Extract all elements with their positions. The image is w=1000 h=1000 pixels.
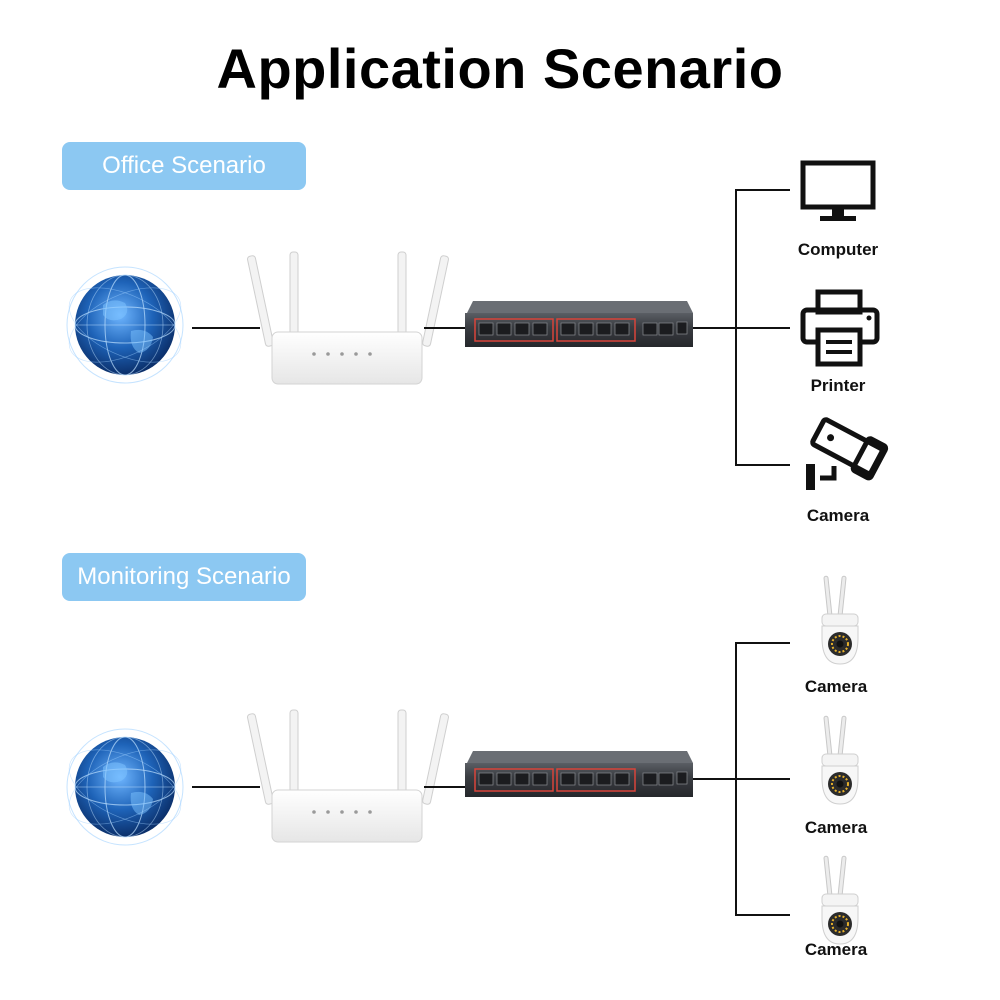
device-label-camera: Camera — [804, 940, 868, 959]
branch-line — [735, 189, 790, 466]
ptz-camera-icon — [821, 715, 859, 805]
device-label-printer: Printer — [810, 376, 866, 395]
internet-globe-icon — [57, 728, 193, 846]
poe-switch-icon — [464, 750, 694, 798]
ptz-camera-icon — [821, 855, 859, 945]
device-label-computer: Computer — [797, 240, 879, 259]
monitoring-scenario-tag: Monitoring Scenario — [62, 553, 306, 601]
poe-switch-icon — [464, 300, 694, 348]
device-label-camera: Camera — [806, 506, 870, 525]
branch-line — [735, 642, 790, 916]
device-label-camera: Camera — [804, 677, 868, 696]
page-title: Application Scenario — [216, 37, 784, 100]
router-icon — [246, 251, 450, 385]
internet-globe-icon — [57, 266, 193, 384]
security-camera-icon — [806, 417, 889, 490]
office-scenario-tag: Office Scenario — [62, 142, 306, 190]
device-label-camera: Camera — [804, 818, 868, 837]
computer-icon — [800, 160, 876, 221]
router-icon — [246, 709, 450, 843]
ptz-camera-icon — [821, 575, 859, 665]
printer-icon — [800, 289, 880, 367]
